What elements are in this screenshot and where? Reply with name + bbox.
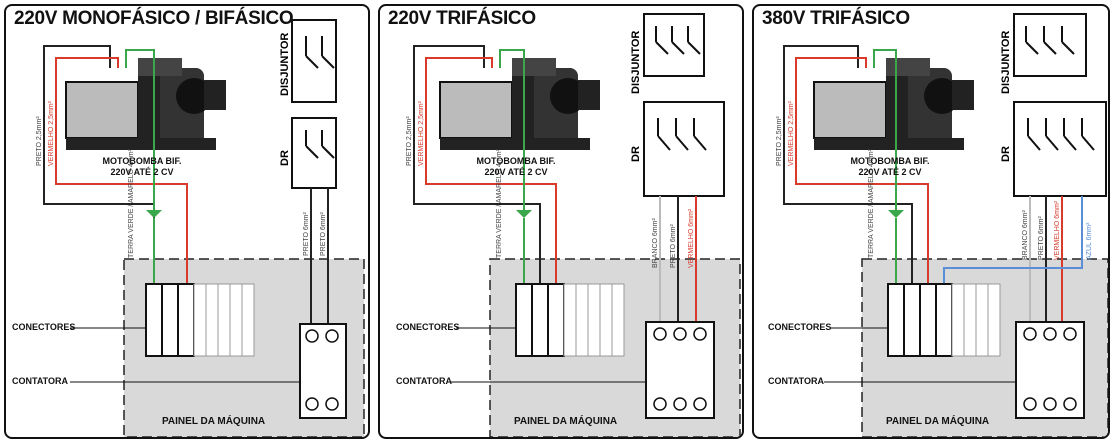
wire-label-right-1: BRANCO 6mm²	[1022, 210, 1029, 260]
wire-label-black: PRETO 2,5mm²	[406, 116, 413, 166]
ground-wire-label: TERRA VERDE / AMARELO 4mm²	[128, 149, 135, 258]
wire-label-right-4: AZUL 6mm²	[1086, 222, 1093, 260]
wire-label-black: PRETO 2,5mm²	[776, 116, 783, 166]
diagram-panel-220v-tri: 220V TRIFÁSICO	[378, 4, 744, 439]
wire-label-right-2: PRETO 6mm²	[1038, 216, 1045, 260]
motor-pump-icon	[439, 58, 600, 150]
dr-switch-icon	[291, 117, 337, 189]
pump-spec: 220V ATÉ 2 CV	[858, 167, 922, 177]
motor-pump-icon	[813, 58, 974, 150]
contactor-label: CONTATORA	[12, 376, 68, 386]
dr-label: DR	[630, 146, 642, 162]
machine-panel-label: PAINEL DA MÁQUINA	[162, 416, 266, 427]
breaker-icon	[1013, 13, 1087, 77]
wire-label-right-1: PRETO 6mm²	[303, 212, 310, 256]
wiring-diagram	[413, 13, 741, 437]
breaker-label: DISJUNTOR	[1000, 30, 1012, 94]
pump-name: MOTOBOMBA BIF.	[102, 156, 182, 166]
contactor-label: CONTATORA	[396, 376, 452, 386]
breaker-label: DISJUNTOR	[630, 30, 642, 94]
diagram-panel-380v-tri: 380V TRIFÁSICO	[752, 4, 1110, 439]
contactor-icon	[1015, 321, 1085, 419]
panel-title: 380V TRIFÁSICO	[762, 8, 910, 29]
machine-panel-label: PAINEL DA MÁQUINA	[514, 416, 618, 427]
wire-label-right-3: VERMELHO 6mm²	[688, 208, 695, 268]
panel-title: 220V MONOFÁSICO / BIFÁSICO	[14, 8, 294, 29]
ground-wire-label: TERRA VERDE / AMARELO 4mm²	[868, 149, 875, 258]
wire-label-right-2: PRETO 6mm²	[670, 224, 677, 268]
dr-label: DR	[1000, 146, 1012, 162]
terminal-block-icon	[887, 283, 1001, 357]
wire-label-red: VERMELHO 2,5mm²	[48, 101, 55, 166]
contactor-icon	[299, 323, 347, 419]
pump-spec: 220V ATÉ 2 CV	[484, 167, 548, 177]
breaker-label: DISJUNTOR	[279, 32, 291, 96]
dr-label: DR	[279, 150, 291, 166]
wire-label-red: VERMELHO 2,5mm²	[418, 101, 425, 166]
wiring-diagram	[783, 13, 1108, 437]
pump-name: MOTOBOMBA BIF.	[850, 156, 930, 166]
ground-icon	[516, 210, 532, 218]
wiring-diagram	[43, 19, 365, 437]
panel-title: 220V TRIFÁSICO	[388, 8, 536, 29]
wire-label-right-2: PRETO 6mm²	[320, 212, 327, 256]
pump-spec: 220V ATÉ 2 CV	[110, 167, 174, 177]
ground-icon	[888, 210, 904, 218]
contactor-icon	[645, 321, 715, 419]
ground-wire-label: TERRA VERDE / AMARELO 4mm²	[496, 149, 503, 258]
motor-pump-icon	[65, 58, 226, 150]
terminal-block-icon	[515, 283, 625, 357]
wire-label-right-3: VERMELHO 6mm²	[1054, 200, 1061, 260]
dr-switch-icon	[1013, 101, 1107, 197]
dr-switch-icon	[643, 101, 725, 197]
pump-name: MOTOBOMBA BIF.	[476, 156, 556, 166]
machine-panel-label: PAINEL DA MÁQUINA	[886, 416, 990, 427]
diagram-panel-220v-mono: 220V MONOFÁSICO / BIFÁSICO	[4, 4, 370, 439]
ground-icon	[146, 210, 162, 218]
wire-label-right-1: BRANCO 6mm²	[652, 218, 659, 268]
connectors-label: CONECTORES	[396, 322, 460, 332]
contactor-label: CONTATORA	[768, 376, 824, 386]
wire-label-black: PRETO 2,5mm²	[36, 116, 43, 166]
breaker-icon	[291, 19, 337, 103]
terminal-block-icon	[145, 283, 255, 357]
connectors-label: CONECTORES	[12, 322, 76, 332]
breaker-icon	[643, 13, 705, 77]
wire-label-red: VERMELHO 2,5mm²	[788, 101, 795, 166]
connectors-label: CONECTORES	[768, 322, 832, 332]
